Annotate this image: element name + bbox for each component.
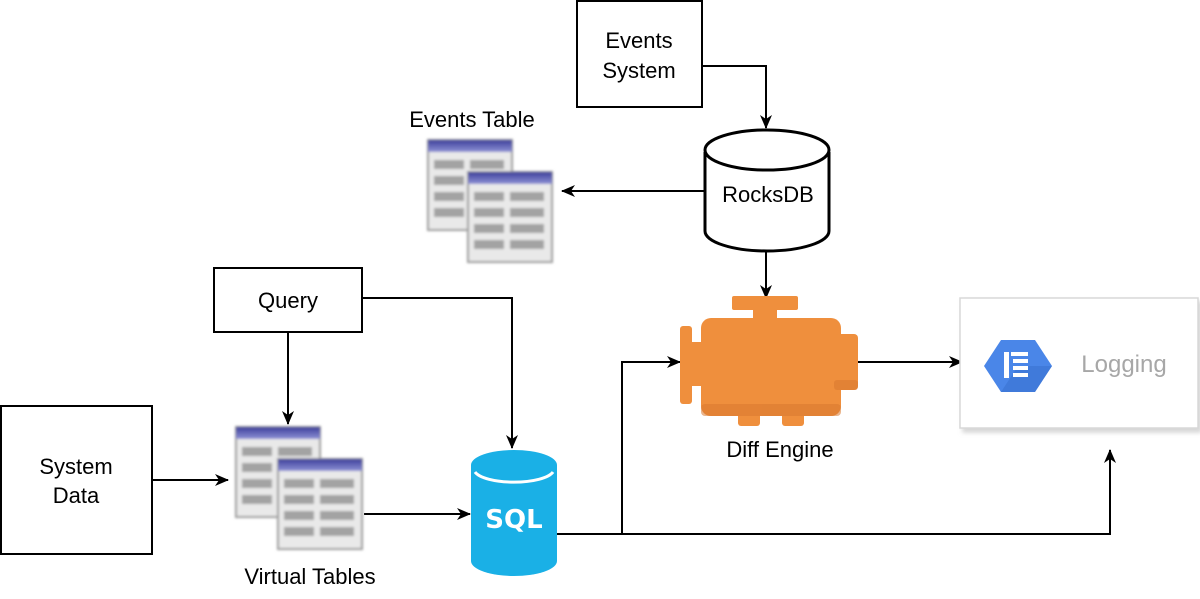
arrow-sql-to-diff-engine — [557, 449, 1116, 535]
rocksdb-label: RocksDB — [722, 182, 814, 207]
logging-node: Logging — [959, 297, 1199, 429]
logging-label: Logging — [1081, 351, 1166, 378]
events-table-label: Events Table — [409, 107, 535, 132]
system-data-node: System Data — [0, 405, 153, 555]
arrow-sql-branch-to-diff-engine — [621, 356, 681, 534]
sql-icon-label: SQL — [485, 505, 542, 535]
system-data-label-line1: System — [39, 454, 112, 479]
diff-engine-label: Diff Engine — [726, 437, 833, 462]
system-data-label-line2: Data — [53, 483, 100, 508]
table-icon — [427, 139, 553, 263]
virtual-tables-label: Virtual Tables — [244, 564, 375, 589]
connectors — [152, 65, 1116, 535]
events-system-node: Events System — [576, 0, 703, 108]
sql-node: SQL — [471, 450, 557, 576]
table-icon — [235, 426, 363, 550]
events-system-label-line1: Events — [605, 28, 672, 53]
virtual-tables-node: Virtual Tables — [235, 426, 376, 589]
arrow-events-system-to-rocksdb — [702, 65, 772, 129]
diff-engine-node: Diff Engine — [680, 296, 858, 462]
events-table-node: Events Table — [409, 107, 553, 263]
query-label: Query — [258, 288, 318, 313]
arrow-events-table-to-sql — [362, 297, 518, 449]
query-node: Query — [213, 267, 363, 333]
events-system-label-line2: System — [602, 58, 675, 83]
logging-icon — [984, 340, 1052, 392]
rocksdb-node: RocksDB — [703, 128, 831, 253]
